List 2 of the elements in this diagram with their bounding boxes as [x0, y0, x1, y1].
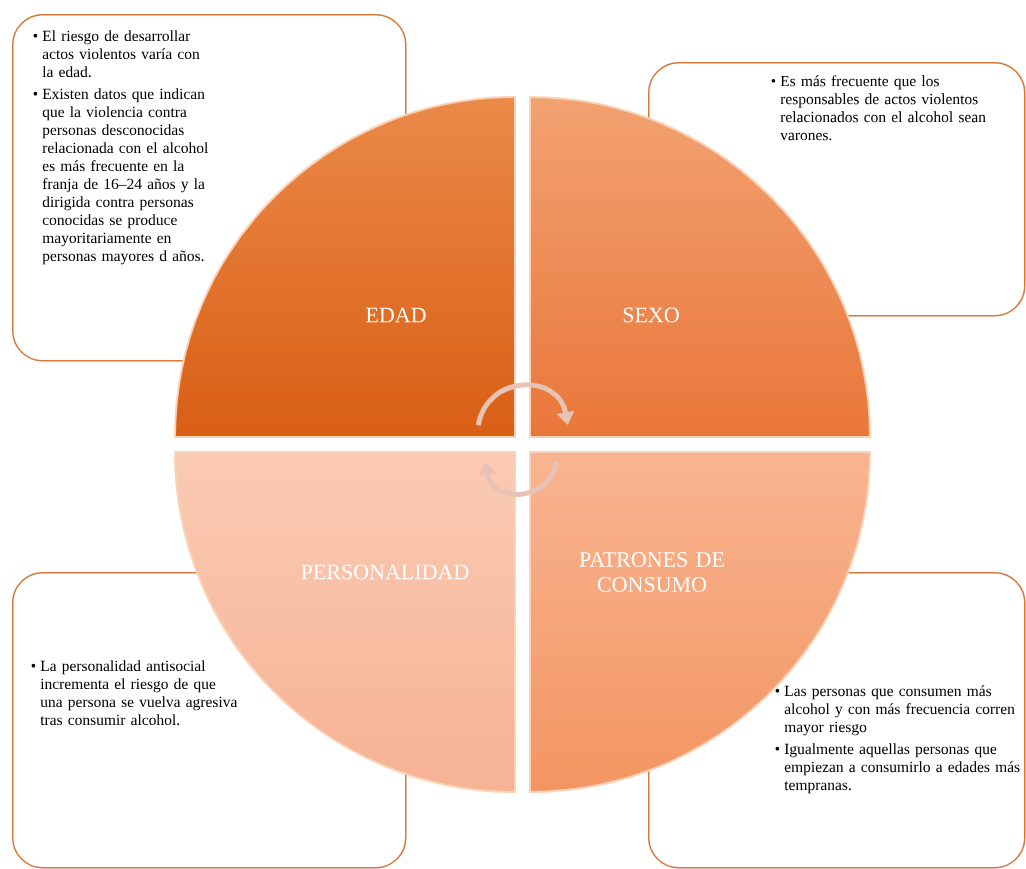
curved-arrow	[475, 382, 575, 426]
bullet-text: El riesgo de desarrollar actos violentos varía con la edad.	[42, 30, 200, 78]
